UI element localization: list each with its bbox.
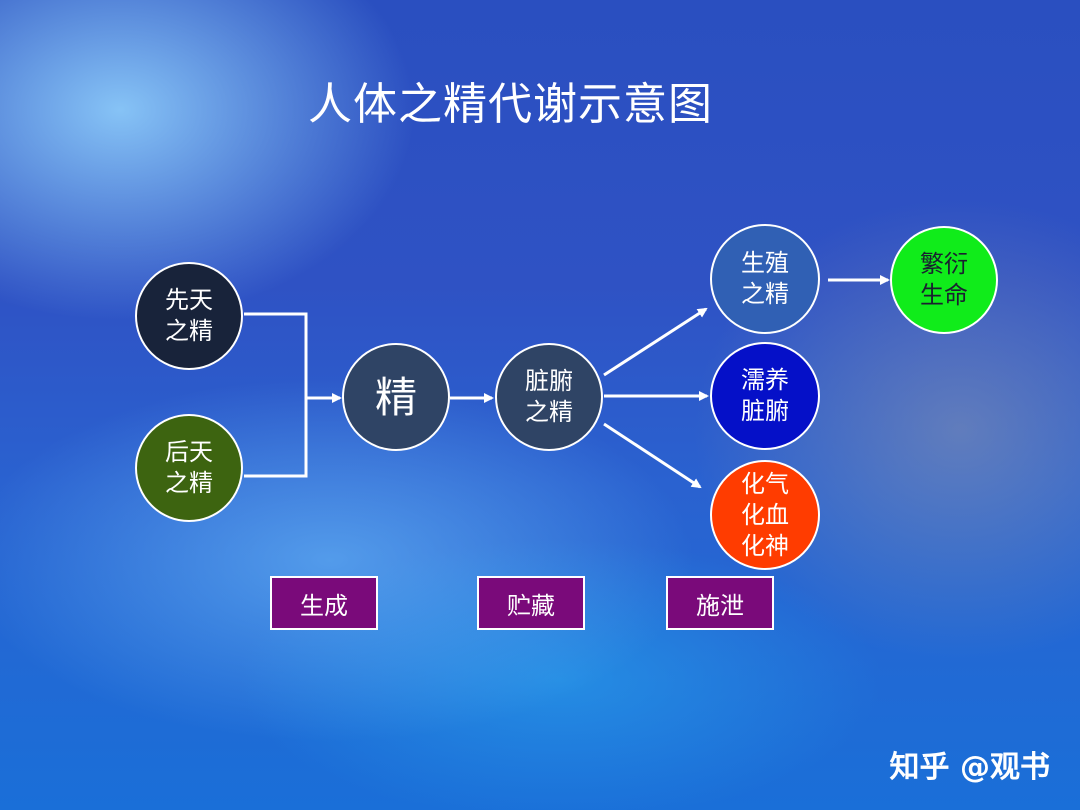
diagram-title: 人体之精代谢示意图: [308, 79, 713, 130]
node-fanyan-shengming: 繁衍 生命: [890, 226, 998, 334]
node-huaqi-huaxue-huashen: 化气 化血 化神: [710, 460, 820, 570]
connector-xiantian: [244, 312, 308, 398]
arrow-zangfu-to-shengzhi: [603, 307, 708, 377]
node-houtian-zhijing: 后天 之精: [135, 414, 243, 522]
node-xiantian-zhijing: 先天 之精: [135, 262, 243, 370]
stage-label-shengcheng: 生成: [270, 576, 378, 630]
node-shengzhi-zhijing: 生殖 之精: [710, 224, 820, 334]
node-zangfu-zhijing: 脏腑 之精: [495, 343, 603, 451]
node-jing: 精: [342, 343, 450, 451]
arrow-zangfu-to-huaqi: [603, 422, 702, 489]
watermark-text: 知乎 @观书: [889, 750, 1050, 785]
connector-houtian: [244, 398, 308, 478]
stage-label-shixie: 施泄: [666, 576, 774, 630]
node-ruyang-zangfu: 濡养 脏腑: [710, 342, 820, 450]
stage-label-zhucang: 贮藏: [477, 576, 585, 630]
